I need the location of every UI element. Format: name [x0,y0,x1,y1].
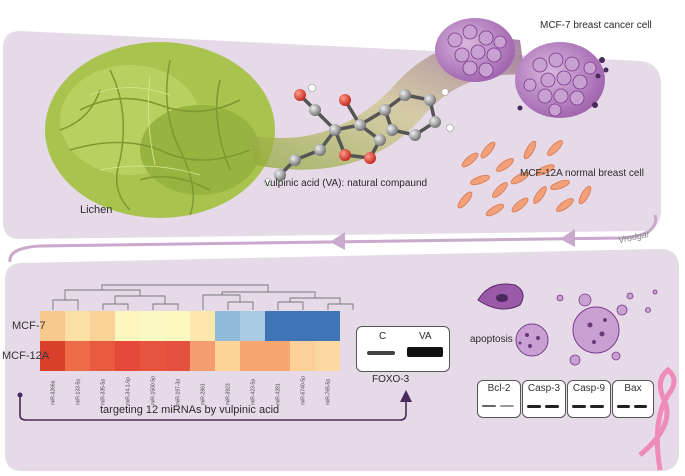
heatmap-cell [165,341,190,371]
heatmap-column-label: miR-3923 [226,383,232,405]
blot-band [527,405,541,408]
heatmap-column-label: miR-1500-5p [151,376,157,405]
heatmap-cell [115,311,140,341]
heatmap-dendrogram [52,284,354,310]
heatmap-cell [115,341,140,371]
heatmap [40,311,340,371]
foxo3-band-va [407,347,443,357]
blot-bcl2: Bcl-2 [477,380,521,418]
heatmap-cell [290,341,315,371]
apoptosis-label: apoptosis [470,334,513,345]
targeting-arrow-start [17,392,23,398]
mcf7-cancer-cells [435,18,609,118]
blot-band [572,405,586,408]
blot-title: Casp-9 [572,383,606,394]
foxo3-band-control [367,351,395,355]
compound-label: vulpinic acid (VA): natural compaund [265,178,428,189]
heatmap-column-label: miR-197-3p [176,379,182,405]
heatmap-cell [315,341,340,371]
heatmap-column-label: miR-335-5p [101,379,107,405]
heatmap-row-label: MCF-7 [12,320,46,332]
heatmap-cell [290,311,315,341]
heatmap-column-label: miR-765-5p [326,379,332,405]
heatmap-cell [90,341,115,371]
blot-title: Bcl-2 [487,383,511,394]
blot-casp3: Casp-3 [522,380,566,418]
blot-band [482,405,496,407]
foxo3-blot: C VA [356,326,450,372]
heatmap-column-label: miR-4281 [276,383,282,405]
foxo3-lane-label: VA [419,331,432,342]
heatmap-cell [140,341,165,371]
blot-title: Bax [624,383,642,394]
heatmap-cell [315,311,340,341]
heatmap-cell [215,311,240,341]
targeting-arrow [19,395,407,421]
targeting-arrow-head [400,390,412,402]
heatmap-cell [240,311,265,341]
heatmap-column-label: miR-6740-5p [301,376,307,405]
heatmap-cell [190,341,215,371]
blot-casp9: Casp-9 [567,380,611,418]
lichen-illustration [45,42,275,218]
heatmap-cell [65,341,90,371]
foxo3-lane-label: C [379,331,387,342]
blot-band [545,405,559,408]
vulpinic-acid-molecule [264,84,454,186]
flow-arrowheads [330,229,575,250]
mcf12a-cell-label: MCF-12A normal breast cell [520,168,644,179]
heatmap-cell [40,341,65,371]
heatmap-column-label: miR-2861 [201,383,207,405]
heatmap-cell [65,311,90,341]
pink-ribbon-icon [638,366,677,471]
heatmap-row-label: MCF-12A [2,350,50,362]
heatmap-cell [140,311,165,341]
heatmap-cell [265,311,290,341]
heatmap-column-labels: miR-3266a miR-133-5p miR-335-5p miR-34-1-5p… [51,376,332,405]
blot-bax: Bax [612,380,654,418]
heatmap-cell [165,311,190,341]
heatmap-column-label: miR-133-5p [76,379,82,405]
lichen-label: Lichen [80,204,113,216]
blot-title: Casp-3 [527,383,561,394]
heatmap-cell [90,311,115,341]
heatmap-column-label: miR-3266a [51,380,57,405]
heatmap-column-label: miR-423-5p [251,379,257,405]
blot-band [500,405,514,407]
heatmap-cell [215,341,240,371]
blot-band [634,405,647,408]
heatmap-cell [265,341,290,371]
blot-band [590,405,604,408]
heatmap-cell [240,341,265,371]
blot-band [617,405,630,408]
apoptosis-cells [477,283,658,366]
mcf7-cell-label: MCF-7 breast cancer cell [540,20,652,31]
heatmap-cell [190,311,215,341]
heatmap-column-label: miR-34-1-5p [126,377,132,405]
foxo3-label: FOXO-3 [372,374,410,385]
targeting-label: targeting 12 miRNAs by vulpinic acid [100,404,280,416]
heatmap-cell [40,311,65,341]
mcf12a-normal-cells [457,140,592,217]
